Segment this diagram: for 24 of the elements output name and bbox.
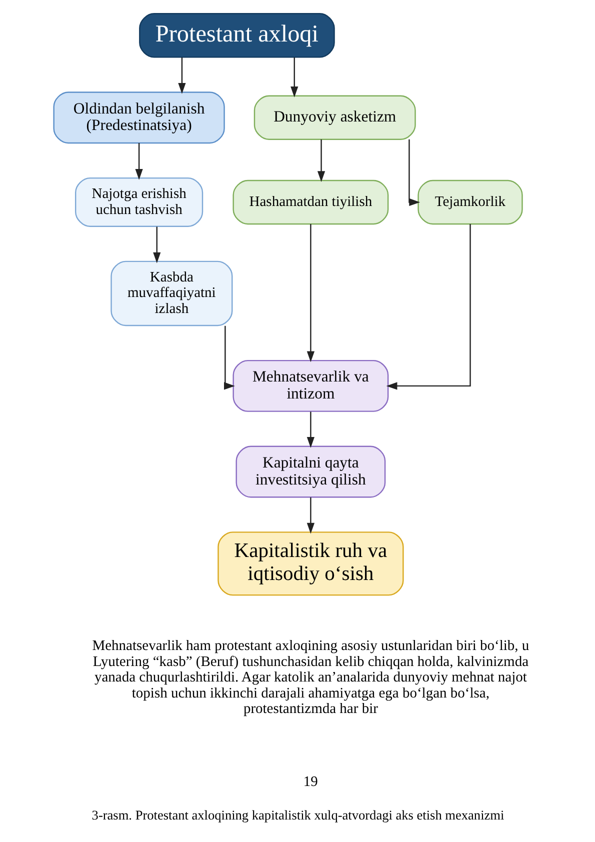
arrow: [134, 143, 142, 180]
node-box: Kasbda muvaffaqiyatni izlash: [110, 260, 232, 326]
node-box: Kapitalni qayta investitsiya qilish: [235, 446, 386, 498]
node-box: Hashamatdan tiyilish: [232, 180, 388, 225]
arrow: [386, 224, 470, 390]
arrow: [316, 139, 325, 182]
arrow: [152, 226, 160, 264]
node-box: Tejamkorlik: [417, 180, 522, 225]
node-box: Najotga erishish uchun tashvish: [74, 177, 203, 227]
arrow: [178, 57, 186, 94]
label: 19: [302, 774, 318, 790]
arrow: [306, 412, 314, 448]
node-box: Oldindan belgilanish (Predestinatsiya): [52, 92, 224, 144]
caption: 3-rasm. Protestant axloqining kapitalistik xulq-atvordagi aks etish mexanizmi: [91, 808, 504, 823]
arrow: [290, 57, 298, 98]
node-box: Kapitalistik ruh va iqtisodiy o‘sish: [217, 532, 404, 596]
arrow: [306, 497, 314, 534]
arrow: [306, 224, 314, 362]
arrow: [224, 326, 234, 390]
node-box: Protestant axloqi: [138, 13, 334, 58]
node-box: Dunyoviy asketizm: [253, 95, 416, 140]
node-box: Mehnatsevarlik va intizom: [232, 360, 388, 412]
label: Mehnatsevarlik ham protestant axloqining asosiy ustunlaridan biri bo‘lib, u Lyutering “kasb” (Beruf) tushunchasidan kelib chiqqan holda, kalvinizmda yanada chuqurlashtirildi. Agar katolik an’analarida dunyoviy mehnat najot topish uchun ikkinchi darajali ahamiyatga ega bo‘lgan bo‘lsa, protestantizmda har bir: [92, 638, 529, 718]
arrow: [408, 139, 420, 206]
